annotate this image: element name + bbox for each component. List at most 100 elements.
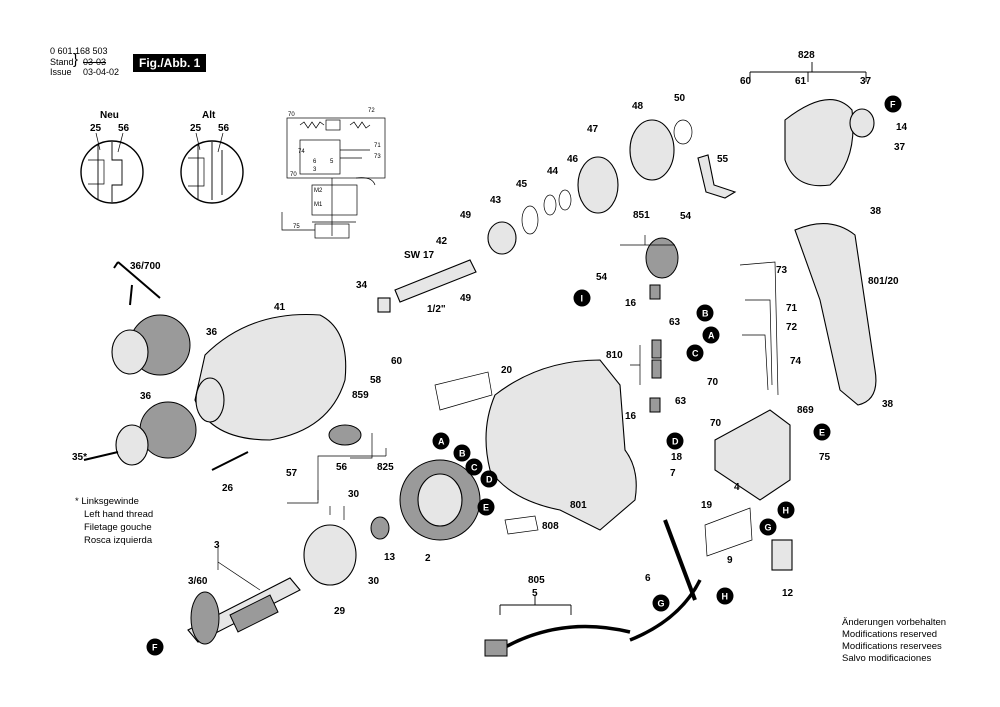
pin-a-right: A	[702, 326, 720, 344]
detail-views: Neu Alt 25 56 25 56	[80, 110, 244, 204]
callout-20: 20	[501, 365, 513, 376]
svg-text:I: I	[581, 294, 584, 304]
svg-text:B: B	[459, 449, 466, 459]
callout-869: 869	[797, 405, 814, 416]
callout-805: 805	[528, 575, 545, 586]
callout-38-top: 38	[870, 206, 882, 217]
callout-14: 14	[896, 122, 908, 133]
pin-f-top: F	[884, 95, 902, 113]
issue-label: Issue	[50, 67, 72, 77]
callout-7: 7	[670, 468, 676, 479]
stand-value: 03-03	[83, 57, 107, 67]
callout-36-lower: 36	[140, 391, 152, 402]
svg-text:B: B	[702, 309, 709, 319]
svg-text:D: D	[672, 437, 679, 447]
pin-h-cord: H	[716, 587, 734, 605]
callout-3-60: 3/60	[188, 576, 208, 587]
detail-neu-label: Neu	[100, 110, 119, 121]
pin-g-switch: G	[759, 518, 777, 536]
schem-5: 5	[330, 159, 334, 165]
svg-text:E: E	[819, 428, 825, 438]
pin-e-right: E	[813, 423, 831, 441]
figure-label: Fig./Abb. 1	[133, 54, 207, 72]
callout-63-top: 63	[669, 317, 681, 328]
pin-b-left: B	[453, 444, 471, 462]
svg-text:G: G	[765, 523, 772, 533]
callout-47: 47	[587, 124, 599, 135]
callout-38-bottom: 38	[882, 399, 894, 410]
callout-6: 6	[645, 573, 651, 584]
modification-notes: Änderungen vorbehalten Modifications res…	[842, 617, 946, 665]
thread-legend: * Linksgewinde Left hand thread Filetage…	[75, 495, 153, 547]
callout-35: 35*	[72, 452, 87, 463]
callout-72: 72	[786, 322, 798, 333]
callout-810: 810	[606, 350, 623, 361]
callout-57: 57	[286, 468, 298, 479]
pin-g-cord: G	[652, 594, 670, 612]
detail-alt-num-2: 56	[218, 123, 230, 134]
callout-60-top: 60	[740, 76, 752, 87]
callout-851: 851	[633, 210, 650, 221]
pin-c-right: C	[686, 344, 704, 362]
callout-71: 71	[786, 303, 798, 314]
schem-70-left: 70	[290, 172, 297, 178]
callout-859: 859	[352, 390, 369, 401]
note-line-3: Modifications reservees	[842, 641, 942, 652]
callout-70-low: 70	[710, 418, 722, 429]
detail-alt-label: Alt	[202, 110, 216, 121]
callout-36-upper: 36	[206, 327, 218, 338]
callout-41: 41	[274, 302, 286, 313]
pin-b-right: B	[696, 304, 714, 322]
pin-e-left: E	[477, 498, 495, 516]
callout-825: 825	[377, 462, 394, 473]
pin-c-left: C	[465, 458, 483, 476]
callout-801: 801	[570, 500, 587, 511]
callout-sw: SW	[404, 250, 421, 261]
schem-74: 74	[298, 149, 305, 155]
schem-70-top: 70	[288, 112, 295, 118]
callout-55: 55	[717, 154, 729, 165]
callout-54-left: 54	[596, 272, 608, 283]
pin-a-left: A	[432, 432, 450, 450]
callout-42: 42	[436, 236, 448, 247]
callout-2: 2	[425, 553, 431, 564]
legend-line-2: Left hand thread	[84, 509, 154, 520]
svg-text:H: H	[783, 506, 790, 516]
schem-m1: M1	[314, 202, 323, 208]
callout-19: 19	[701, 500, 713, 511]
pin-d-right: D	[666, 432, 684, 450]
callout-58: 58	[370, 375, 382, 386]
callout-numbers: 828 60 61 37 14 37 50 48 47 46 44 45 55 …	[72, 50, 908, 617]
callout-26: 26	[222, 483, 234, 494]
callout-73: 73	[776, 265, 788, 276]
wiring-schematic: 70 72 71 73 74 6 5 3 M2 M1 70 75	[281, 108, 386, 239]
callout-16-bottom: 16	[625, 411, 637, 422]
note-line-4: Salvo modificaciones	[842, 653, 932, 664]
schem-73: 73	[374, 154, 381, 160]
svg-text:D: D	[486, 475, 493, 485]
schem-m2: M2	[314, 188, 323, 194]
callout-48: 48	[632, 101, 644, 112]
callout-9: 9	[727, 555, 733, 566]
legend-line-4: Rosca izquierda	[84, 535, 153, 546]
legend-line-1: * Linksgewinde	[75, 496, 139, 507]
svg-text:H: H	[722, 592, 729, 602]
callout-56: 56	[336, 462, 348, 473]
callout-36-700: 36/700	[130, 261, 161, 272]
part-drawings	[83, 99, 877, 657]
svg-text:A: A	[708, 331, 715, 341]
callout-37-top: 37	[860, 76, 872, 87]
callout-37-bottom: 37	[894, 142, 906, 153]
callout-13: 13	[384, 552, 396, 563]
legend-line-3: Filetage gouche	[84, 522, 152, 533]
callout-5: 5	[532, 588, 538, 599]
callout-30-top: 30	[348, 489, 360, 500]
svg-text:E: E	[483, 503, 489, 513]
svg-text:F: F	[890, 100, 896, 110]
callout-34: 34	[356, 280, 368, 291]
callout-29: 29	[334, 606, 346, 617]
brace-icon: }	[73, 51, 79, 68]
note-line-2: Modifications reserved	[842, 629, 938, 640]
svg-text:A: A	[438, 437, 445, 447]
